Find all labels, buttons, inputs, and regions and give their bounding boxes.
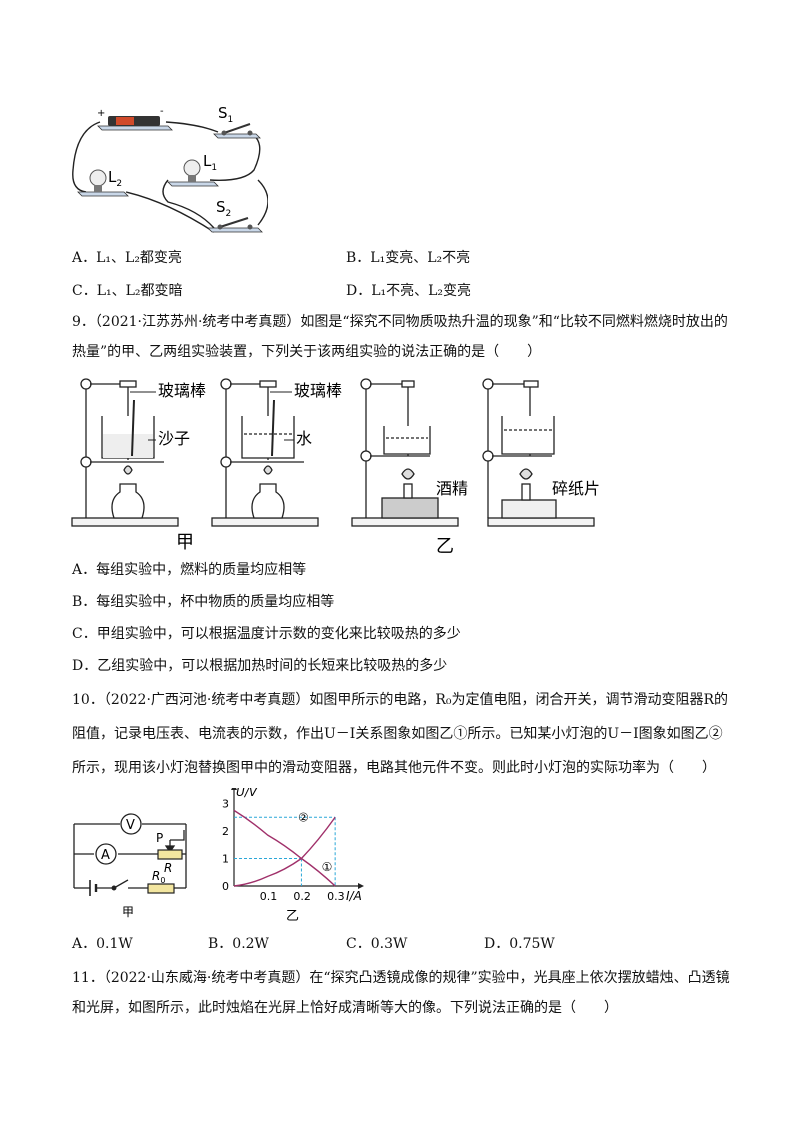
switch-s2-icon bbox=[207, 217, 263, 233]
battery-minus: - bbox=[160, 106, 164, 117]
series-label-1-tag: ① bbox=[322, 860, 333, 874]
x-axis-label: I/A bbox=[346, 889, 362, 903]
q9-group-a: 甲 bbox=[176, 532, 194, 553]
apparatus-paper-icon bbox=[482, 378, 595, 527]
slider-label: P bbox=[156, 831, 163, 845]
apparatus-water-icon bbox=[211, 378, 319, 527]
q9-label-glass-rod-1: 玻璃棒 bbox=[158, 381, 206, 400]
origin-label: 0 bbox=[222, 880, 229, 893]
y-axis-arrow bbox=[231, 788, 237, 790]
lamp-l1-icon bbox=[167, 159, 219, 187]
y-tick-label-0: 1 bbox=[222, 853, 229, 866]
q9-option-d: D．乙组实验中，可以根据加热时间的长短来比较吸热的多少 bbox=[72, 658, 448, 674]
q9-stem-line2: 热量”的甲、乙两组实验装置，下列关于该两组实验的说法正确的是（ ） bbox=[72, 344, 542, 360]
switch-s1-icon bbox=[213, 123, 261, 139]
q8-option-b: B．L₁变亮、L₂不亮 bbox=[346, 250, 471, 266]
voltmeter-label: V bbox=[126, 818, 135, 833]
lamp-l2-icon bbox=[77, 169, 129, 197]
q9-group-b: 乙 bbox=[436, 536, 454, 555]
q10-stem-line3: 所示，现用该小灯泡替换图甲中的滑动变阻器，电路其他元件不变。则此时小灯泡的实际功… bbox=[72, 760, 716, 776]
q9-label-glass-rod-2: 玻璃棒 bbox=[294, 381, 342, 400]
s1-label: S1 bbox=[218, 104, 233, 125]
y-tick-label-1: 2 bbox=[222, 825, 229, 838]
q10-stem-line1: 10．（2022·广西河池·统考中考真题）如图甲所示的电路，R₀为定值电阻，闭合… bbox=[72, 692, 729, 708]
q10-stem-line2: 阻值，记录电压表、电流表的示数，作出U－I关系图象如图乙①所示。已知某小灯泡的U… bbox=[72, 726, 723, 742]
apparatus-alcohol-icon bbox=[351, 378, 459, 527]
series-label-0-tag: ② bbox=[298, 810, 309, 824]
battery-plus: + bbox=[97, 108, 105, 119]
q11-stem-line2: 和光屏，如图所示，此时烛焰在光屏上恰好成清晰等大的像。下列说法正确的是（ ） bbox=[72, 1000, 618, 1016]
y-tick-label-2: 3 bbox=[222, 798, 229, 811]
ammeter-icon: A bbox=[95, 843, 117, 865]
l2-label: L2 bbox=[108, 168, 122, 189]
resistor-label: R0 bbox=[152, 869, 165, 885]
q10-option-b: B．0.2W bbox=[208, 936, 269, 952]
s2-label: S2 bbox=[216, 198, 231, 219]
q9-label-water: 水 bbox=[296, 429, 312, 448]
y-axis-label: U/V bbox=[236, 788, 258, 799]
q9-label-paper: 碎纸片 bbox=[552, 479, 600, 498]
series-line-0 bbox=[233, 809, 336, 887]
q9-label-alcohol: 酒精 bbox=[436, 479, 468, 498]
x-tick-label-1: 0.2 bbox=[293, 890, 311, 903]
q10-option-d: D．0.75W bbox=[484, 936, 555, 952]
circuit-caption: 甲 bbox=[122, 905, 134, 919]
rheostat-icon bbox=[157, 849, 183, 860]
q10-option-c: C．0.3W bbox=[346, 936, 408, 952]
rheostat-label: R bbox=[164, 861, 172, 875]
x-axis-arrow bbox=[358, 883, 364, 889]
voltmeter-icon: V bbox=[120, 813, 142, 835]
q10-ui-chart: ② ① 0.1 0.2 0.3 1 2 3 0 U/V I/A 乙 bbox=[222, 788, 364, 924]
ammeter-label: A bbox=[101, 848, 110, 863]
q9-option-b: B．每组实验中，杯中物质的质量均应相等 bbox=[72, 594, 335, 610]
q9-option-a: A．每组实验中，燃料的质量均应相等 bbox=[72, 562, 307, 578]
q11-stem-line1: 11．（2022·山东威海·统考中考真题）在“探究凸透镜成像的规律”实验中，光具… bbox=[72, 970, 730, 986]
x-tick-label-2: 0.3 bbox=[327, 890, 345, 903]
series-line-1 bbox=[233, 816, 336, 887]
resistor-r0-icon bbox=[147, 883, 175, 894]
q8-option-d: D．L₁不亮、L₂变亮 bbox=[346, 283, 472, 299]
x-tick-label-0: 0.1 bbox=[260, 890, 278, 903]
q8-circuit-figure: + - S1 L1 L2 S2 bbox=[72, 104, 268, 233]
chart-caption: 乙 bbox=[286, 909, 299, 924]
q9-stem-line1: 9．（2021·江苏苏州·统考中考真题）如图是“探究不同物质吸热升温的现象”和“… bbox=[72, 314, 728, 330]
q10-circuit-figure: V A P R R0 甲 bbox=[73, 813, 187, 919]
battery-icon bbox=[97, 116, 173, 131]
q9-label-sand: 沙子 bbox=[158, 429, 190, 448]
q8-option-c: C．L₁、L₂都变暗 bbox=[72, 283, 183, 299]
q10-option-a: A．0.1W bbox=[72, 936, 133, 952]
q9-apparatus-figure: 玻璃棒 沙子 玻璃棒 水 酒精 bbox=[71, 378, 600, 555]
apparatus-sand-icon bbox=[71, 378, 179, 527]
q8-option-a: A．L₁、L₂都变亮 bbox=[72, 250, 182, 266]
l1-label: L1 bbox=[203, 152, 217, 173]
q9-option-c: C．甲组实验中，可以根据温度计示数的变化来比较吸热的多少 bbox=[72, 626, 461, 642]
